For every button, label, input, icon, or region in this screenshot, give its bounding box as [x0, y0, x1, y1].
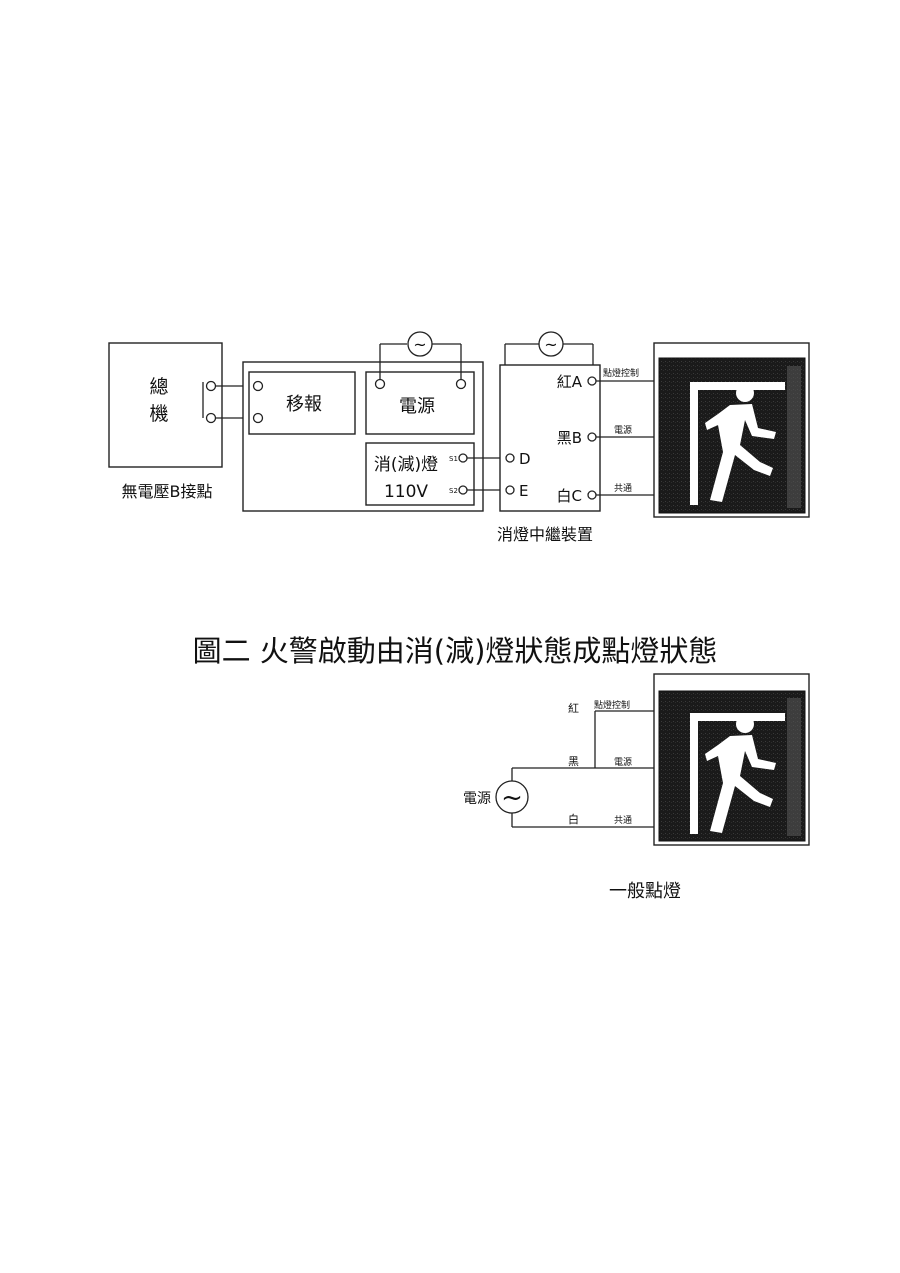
- power-label: 電源: [399, 396, 435, 417]
- running-man-icon: [705, 384, 776, 502]
- panel-label-line1: 總: [149, 376, 168, 398]
- normal-lighting-caption: 一般點燈: [609, 881, 681, 902]
- svg-text:~: ~: [544, 335, 557, 354]
- terminal-c: [587, 490, 597, 500]
- e-terminal: [505, 485, 515, 495]
- source-label: 電源: [463, 791, 491, 807]
- d-terminal: [505, 453, 515, 463]
- power-terminal-1: [374, 378, 386, 390]
- svg-text:~: ~: [413, 335, 426, 354]
- terminal-a: [587, 376, 597, 386]
- wire-a-label: 點燈控制: [603, 367, 639, 379]
- relay-terminal-2: [252, 412, 264, 424]
- relay-box: [248, 371, 356, 435]
- d-label: D: [519, 450, 531, 468]
- panel-terminal-1: [205, 380, 217, 392]
- wire-b-label: 電源: [614, 425, 632, 436]
- off-lamp-label-1: 消(減)燈: [374, 455, 438, 475]
- panel-label-line2: 機: [149, 403, 168, 425]
- relay-terminal-1: [252, 380, 264, 392]
- terminal-b-label: 黑B: [557, 429, 582, 447]
- terminal-a-label: 紅A: [557, 373, 583, 391]
- s2-terminal: [458, 485, 468, 495]
- exit-sign-2: [653, 673, 810, 846]
- figure-title: 圖二 火警啟動由消(減)燈狀態成點燈狀態: [193, 634, 718, 668]
- terminal-c-label: 白C: [557, 487, 582, 505]
- e-label: E: [519, 482, 528, 500]
- relay-label: 移報: [286, 394, 322, 415]
- white-label: 白: [568, 812, 579, 826]
- running-man-icon: [705, 715, 776, 833]
- s1-label: S1: [449, 455, 458, 463]
- svg-text:~: ~: [501, 783, 523, 813]
- power-terminal-2: [455, 378, 467, 390]
- controller-ac-source: ~: [379, 331, 462, 379]
- ac-source-icon: [495, 780, 529, 814]
- off-lamp-box: [365, 442, 475, 506]
- s1-terminal: [458, 453, 468, 463]
- fire-panel-block: 總 機 無電壓B接點: [108, 342, 223, 501]
- panel-caption: 無電壓B接點: [122, 482, 213, 501]
- s2-label: S2: [449, 487, 458, 495]
- d2-wire-a-label: 點燈控制: [594, 699, 630, 711]
- relay-device-caption: 消燈中繼裝置: [497, 525, 593, 544]
- off-lamp-label-2: 110V: [384, 482, 428, 502]
- d2-wire-b-label: 電源: [614, 757, 632, 768]
- wire-c-label: 共通: [614, 483, 632, 494]
- red-label: 紅: [568, 702, 579, 715]
- panel-terminal-2: [205, 412, 217, 424]
- controller-block: 移報 電源 消(減)燈 110V S1 S2: [242, 361, 484, 512]
- d2-wire-c-label: 共通: [614, 815, 632, 826]
- diagram2: 紅 黑 白 點燈控制 電源 共通 ~ 電源 一般點燈: [463, 699, 681, 902]
- relay-device-box: [499, 364, 601, 512]
- terminal-b: [587, 432, 597, 442]
- exit-sign-1: [653, 342, 810, 518]
- relay-device-block: D E 紅A 黑B 白C 消燈中繼裝置: [497, 364, 601, 544]
- black-label: 黑: [568, 755, 579, 768]
- relay-device-ac-source: ~: [504, 331, 594, 365]
